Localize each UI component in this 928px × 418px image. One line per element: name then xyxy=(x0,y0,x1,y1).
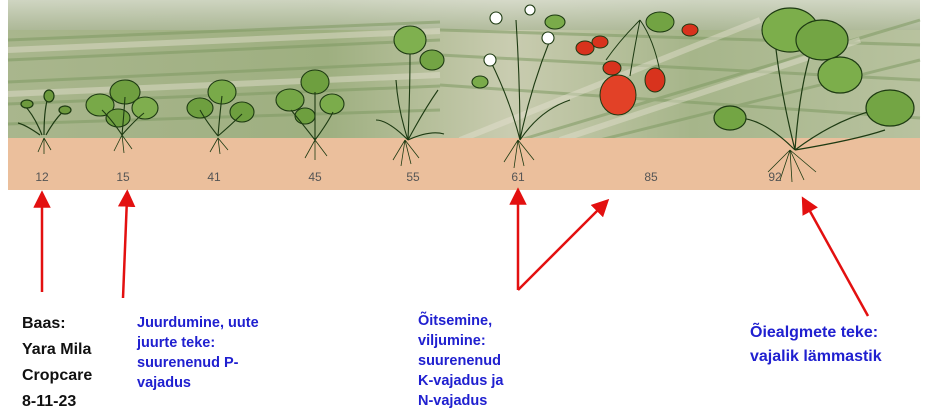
label-base-fertilizer: Baas: Yara Mila Cropcare 8-11-23 xyxy=(22,311,92,415)
label-line: vajalik lämmastik xyxy=(750,345,882,369)
label-line: Õiealgmete teke: xyxy=(750,321,882,345)
label-bud-formation-nitrogen: Õiealgmete teke: vajalik lämmastik xyxy=(750,321,882,369)
stage-number: 41 xyxy=(207,170,221,184)
label-line: 8-11-23 xyxy=(22,389,92,415)
arrow-stage-15 xyxy=(123,198,127,298)
label-line: K-vajadus ja xyxy=(418,371,503,391)
stage-number: 61 xyxy=(511,170,525,184)
stage-number: 15 xyxy=(116,170,130,184)
stage-number: 85 xyxy=(644,170,658,184)
label-rooting-phosphorus: Juurdumine, uute juurte teke: suurenenud… xyxy=(137,313,259,393)
stage-number: 55 xyxy=(406,170,420,184)
label-line: Juurdumine, uute xyxy=(137,313,259,333)
label-line: suurenenud P- xyxy=(137,353,259,373)
label-flowering-potassium-nitrogen: Õitsemine, viljumine: suurenenud K-vajad… xyxy=(418,311,503,411)
label-line: Baas: xyxy=(22,311,92,337)
arrow-stage-85 xyxy=(518,205,603,290)
label-line: Yara Mila xyxy=(22,337,92,363)
label-line: Õitsemine, xyxy=(418,311,503,331)
label-line: vajadus xyxy=(137,373,259,393)
label-line: suurenenud xyxy=(418,351,503,371)
stage-number: 12 xyxy=(35,170,49,184)
label-line: Cropcare xyxy=(22,363,92,389)
arrow-stage-92 xyxy=(806,204,868,316)
label-line: juurte teke: xyxy=(137,333,259,353)
label-line: N-vajadus xyxy=(418,391,503,411)
stage-number: 45 xyxy=(308,170,322,184)
label-line: viljumine: xyxy=(418,331,503,351)
stage-number: 92 xyxy=(768,170,782,184)
soil-strip xyxy=(8,138,920,190)
